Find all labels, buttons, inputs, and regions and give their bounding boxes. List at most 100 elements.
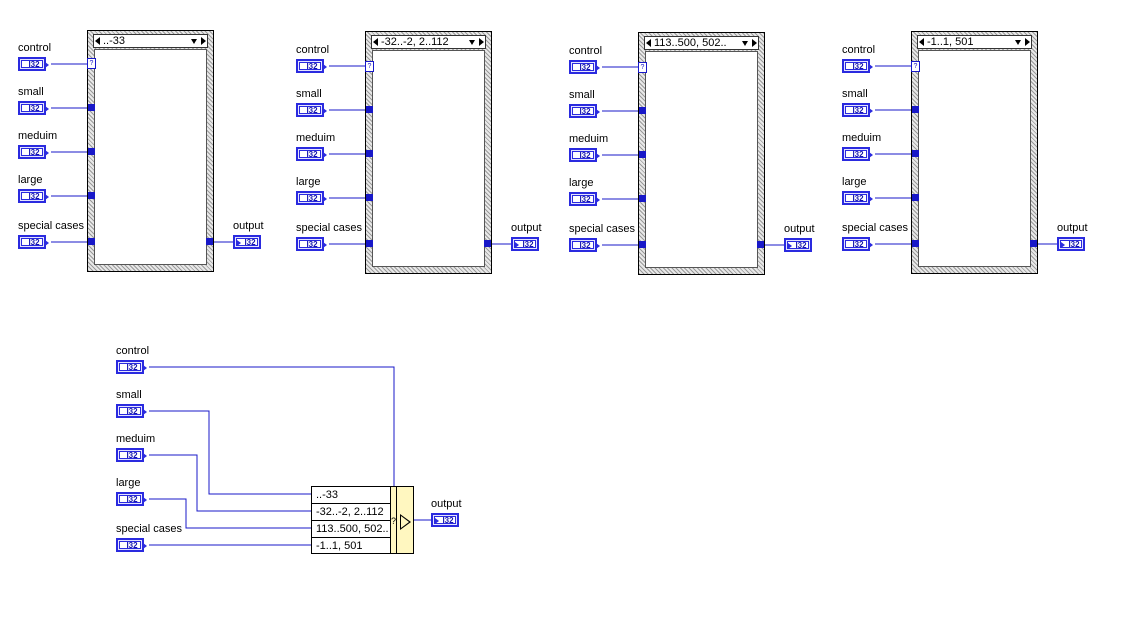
tunnel <box>639 195 646 202</box>
dropdown-arrow-icon[interactable] <box>742 41 748 46</box>
small-terminal[interactable]: I32 <box>842 103 873 117</box>
tunnel <box>88 238 95 245</box>
selector-terminal[interactable]: ? <box>911 61 920 72</box>
increment-arrow-icon[interactable] <box>752 39 757 47</box>
special-cases-terminal[interactable]: I32 <box>116 538 147 552</box>
tunnel <box>366 106 373 113</box>
medium-terminal[interactable]: I32 <box>842 147 873 161</box>
output-indicator[interactable]: I32 <box>233 235 261 249</box>
tunnel <box>639 241 646 248</box>
control-label: control <box>18 42 52 54</box>
small-terminal[interactable]: I32 <box>569 104 600 118</box>
output-label: output <box>784 223 815 235</box>
small-label: small <box>296 88 322 100</box>
case-selector[interactable]: -32..-2, 2..112 <box>371 35 486 49</box>
large-label: large <box>842 176 867 188</box>
tunnel <box>88 192 95 199</box>
special-cases-label: special cases <box>296 222 363 234</box>
output-indicator[interactable]: I32 <box>511 237 539 251</box>
tunnel <box>206 238 213 245</box>
case-structure[interactable]: 113..500, 502.. <box>638 32 765 275</box>
dropdown-arrow-icon[interactable] <box>1015 40 1021 45</box>
medium-label: meduim <box>842 132 882 144</box>
case-structure[interactable]: ..-33 <box>87 30 214 272</box>
output-label: output <box>1057 222 1088 234</box>
case-structure[interactable]: -1..1, 501 <box>911 31 1038 274</box>
large-terminal[interactable]: I32 <box>842 191 873 205</box>
increment-arrow-icon[interactable] <box>201 37 206 45</box>
select-case-row: -32..-2, 2..112 <box>312 504 390 521</box>
special-cases-terminal[interactable]: I32 <box>569 238 600 252</box>
medium-terminal[interactable]: I32 <box>18 145 49 159</box>
tunnel <box>366 150 373 157</box>
decrement-arrow-icon[interactable] <box>373 38 378 46</box>
case-selector[interactable]: -1..1, 501 <box>917 35 1032 49</box>
wire[interactable] <box>149 454 311 512</box>
output-label: output <box>511 222 542 234</box>
selector-terminal[interactable]: ? <box>365 61 374 72</box>
special-cases-label: special cases <box>842 222 909 234</box>
special-cases-terminal[interactable]: I32 <box>296 237 327 251</box>
output-indicator[interactable]: I32 <box>1057 237 1085 251</box>
selector-terminal[interactable]: ? <box>638 62 647 73</box>
small-label: small <box>569 89 595 101</box>
wire[interactable] <box>149 498 311 529</box>
select-node[interactable]: ? <box>390 486 414 554</box>
special-cases-terminal[interactable]: I32 <box>18 235 49 249</box>
control-terminal[interactable]: I32 <box>18 57 49 71</box>
tunnel <box>757 241 764 248</box>
increment-arrow-icon[interactable] <box>1025 38 1030 46</box>
output-indicator[interactable]: I32 <box>784 238 812 252</box>
select-output-arrow-icon <box>400 514 411 530</box>
tunnel <box>639 107 646 114</box>
small-terminal[interactable]: I32 <box>18 101 49 115</box>
small-label: small <box>116 389 142 401</box>
case-selector[interactable]: ..-33 <box>93 34 208 48</box>
control-label: control <box>296 44 330 56</box>
output-indicator[interactable]: I32 <box>431 513 459 527</box>
decrement-arrow-icon[interactable] <box>646 39 651 47</box>
decrement-arrow-icon[interactable] <box>95 37 100 45</box>
large-terminal[interactable]: I32 <box>296 191 327 205</box>
special-cases-terminal[interactable]: I32 <box>842 237 873 251</box>
tunnel <box>484 240 491 247</box>
select-case-row: ..-33 <box>312 487 390 504</box>
increment-arrow-icon[interactable] <box>479 38 484 46</box>
case-selector[interactable]: 113..500, 502.. <box>644 36 759 50</box>
output-label: output <box>233 220 264 232</box>
large-terminal[interactable]: I32 <box>18 189 49 203</box>
tunnel <box>1030 240 1037 247</box>
decrement-arrow-icon[interactable] <box>919 38 924 46</box>
small-label: small <box>842 88 868 100</box>
control-terminal[interactable]: I32 <box>296 59 327 73</box>
select-case-row: -1..1, 501 <box>316 540 363 552</box>
medium-terminal[interactable]: I32 <box>116 448 147 462</box>
medium-label: meduim <box>116 433 156 445</box>
dropdown-arrow-icon[interactable] <box>191 39 197 44</box>
control-terminal[interactable]: I32 <box>569 60 600 74</box>
control-label: control <box>842 44 876 56</box>
large-terminal[interactable]: I32 <box>116 492 147 506</box>
case-structure[interactable]: -32..-2, 2..112 <box>365 31 492 274</box>
selector-terminal[interactable]: ? <box>87 58 96 69</box>
control-terminal[interactable]: I32 <box>842 59 873 73</box>
tunnel <box>366 240 373 247</box>
select-case-row: 113..500, 502.. <box>312 521 390 538</box>
control-label: control <box>569 45 603 57</box>
dropdown-arrow-icon[interactable] <box>469 40 475 45</box>
tunnel <box>639 151 646 158</box>
large-terminal[interactable]: I32 <box>569 192 600 206</box>
tunnel <box>912 106 919 113</box>
medium-terminal[interactable]: I32 <box>296 147 327 161</box>
wire[interactable] <box>149 410 311 495</box>
small-terminal[interactable]: I32 <box>296 103 327 117</box>
large-label: large <box>569 177 594 189</box>
tunnel <box>912 150 919 157</box>
special-cases-label: special cases <box>18 220 85 232</box>
wire[interactable] <box>149 366 395 486</box>
special-cases-label: special cases <box>116 523 183 535</box>
medium-terminal[interactable]: I32 <box>569 148 600 162</box>
control-terminal[interactable]: I32 <box>116 360 147 374</box>
select-cases-table[interactable]: ..-33 -32..-2, 2..112 113..500, 502.. -1… <box>311 486 391 554</box>
small-terminal[interactable]: I32 <box>116 404 147 418</box>
